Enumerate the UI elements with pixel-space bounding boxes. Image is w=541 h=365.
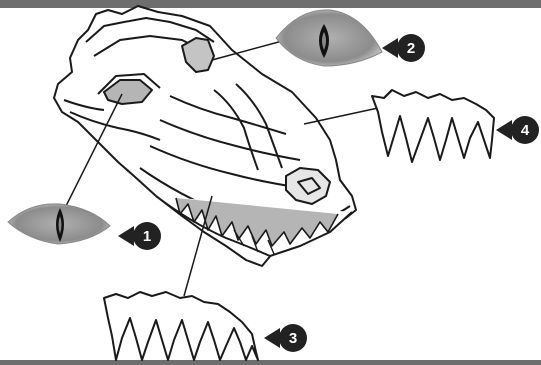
tooth-row (104, 292, 258, 360)
callout-pointer (382, 38, 398, 58)
callout-number: 1 (143, 228, 151, 245)
teeth-detail-4 (372, 90, 494, 162)
callout-number: 4 (521, 122, 530, 139)
callout-4: 4 (496, 116, 539, 144)
tooth-row (372, 90, 494, 162)
callout-3: 3 (264, 324, 307, 352)
callout-pointer (496, 120, 512, 140)
callout-pointer (118, 226, 134, 246)
callout-pointer (264, 328, 280, 348)
teeth-detail-3 (104, 292, 258, 360)
callout-number: 2 (407, 40, 415, 57)
eye-detail-2 (276, 10, 382, 66)
callout-1: 1 (118, 222, 161, 250)
callout-2: 2 (382, 34, 425, 62)
eye-icon (276, 10, 382, 66)
callout-number: 3 (289, 330, 297, 347)
eye-detail-1 (8, 204, 110, 244)
